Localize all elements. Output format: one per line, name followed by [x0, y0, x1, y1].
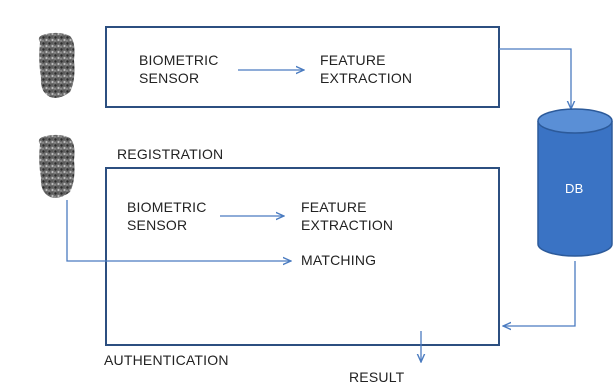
db-label: DB — [565, 181, 584, 196]
registration-label: REGISTRATION — [117, 146, 224, 162]
reg-feature-extraction-label: FEATURE EXTRACTION — [320, 52, 413, 86]
reg-biometric-sensor-label: BIOMETRIC SENSOR — [139, 52, 219, 86]
auth-feature-extraction-label: FEATURE EXTRACTION — [301, 199, 394, 233]
result-label: RESULT — [349, 369, 405, 385]
registration-box — [105, 26, 500, 108]
registration-to-db-arrow — [499, 48, 571, 109]
authentication-label: AUTHENTICATION — [104, 352, 229, 368]
matching-label: MATCHING — [301, 252, 377, 268]
database-cylinder — [537, 108, 613, 257]
fingerprint-to-matching-arrow — [66, 200, 291, 261]
fingerprint-icon — [38, 134, 75, 198]
fingerprint-icon — [38, 32, 75, 98]
db-to-authentication-arrow — [503, 261, 576, 326]
authentication-box — [105, 167, 500, 346]
auth-biometric-sensor-label: BIOMETRIC SENSOR — [127, 199, 207, 233]
